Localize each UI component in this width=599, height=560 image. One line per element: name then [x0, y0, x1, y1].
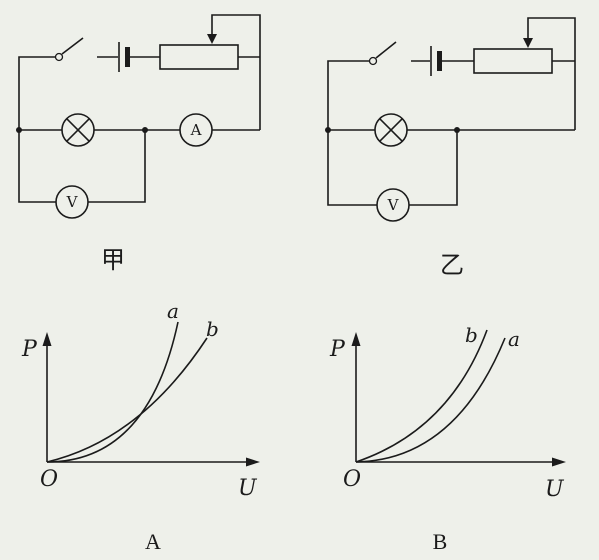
- y-axis-arrowhead: [42, 332, 52, 346]
- curve-a: [46, 321, 179, 463]
- switch-blade: [375, 41, 397, 59]
- wire: [18, 130, 56, 203]
- battery-negative-plate: [125, 47, 130, 67]
- voltmeter-label: V: [66, 193, 79, 211]
- curve-b: [46, 337, 208, 463]
- circuit-caption: 甲: [101, 246, 125, 274]
- circuit-caption: 乙: [440, 251, 464, 279]
- curve-a-label: a: [167, 299, 179, 323]
- rheostat: [159, 44, 239, 70]
- wire: [327, 130, 377, 206]
- wire: [409, 130, 458, 206]
- ammeter-label: A: [190, 121, 202, 139]
- y-axis-label: P: [329, 337, 346, 362]
- y-axis-arrowhead: [351, 332, 361, 346]
- lamp: [374, 113, 408, 147]
- circuit-jia: A V 甲: [16, 14, 261, 274]
- curve-b-label: b: [206, 317, 219, 341]
- y-axis-label: P: [21, 337, 38, 362]
- wire: [18, 56, 55, 130]
- rheostat-slider-wire: [211, 14, 261, 130]
- rheostat-slider-wire: [527, 17, 576, 130]
- rheostat: [473, 48, 553, 74]
- slider-arrowhead: [523, 38, 533, 48]
- curve-a: [355, 337, 506, 463]
- origin-label: O: [40, 467, 58, 492]
- switch-contact: [54, 52, 64, 62]
- voltmeter-label: V: [387, 196, 400, 214]
- x-axis-arrowhead: [246, 457, 260, 467]
- lamp: [61, 113, 95, 147]
- battery-negative-plate: [437, 51, 442, 71]
- wire: [88, 130, 146, 203]
- graph-b: P U O b a B: [329, 323, 566, 554]
- curve-b: [355, 329, 488, 463]
- graph-caption: A: [145, 529, 161, 554]
- curve-b-label: b: [465, 323, 478, 347]
- graph-a: P U O a b A: [21, 299, 260, 554]
- switch-contact: [368, 56, 378, 66]
- switch-blade: [61, 37, 84, 55]
- x-axis-label: U: [545, 477, 565, 502]
- graph-caption: B: [433, 529, 448, 554]
- origin-label: O: [343, 467, 361, 492]
- curve-a-label: a: [508, 327, 520, 351]
- x-axis-label: U: [238, 476, 258, 501]
- circuit-yi: V 乙: [325, 17, 576, 279]
- slider-arrowhead: [207, 34, 217, 44]
- wire: [327, 60, 369, 130]
- x-axis-arrowhead: [552, 457, 566, 467]
